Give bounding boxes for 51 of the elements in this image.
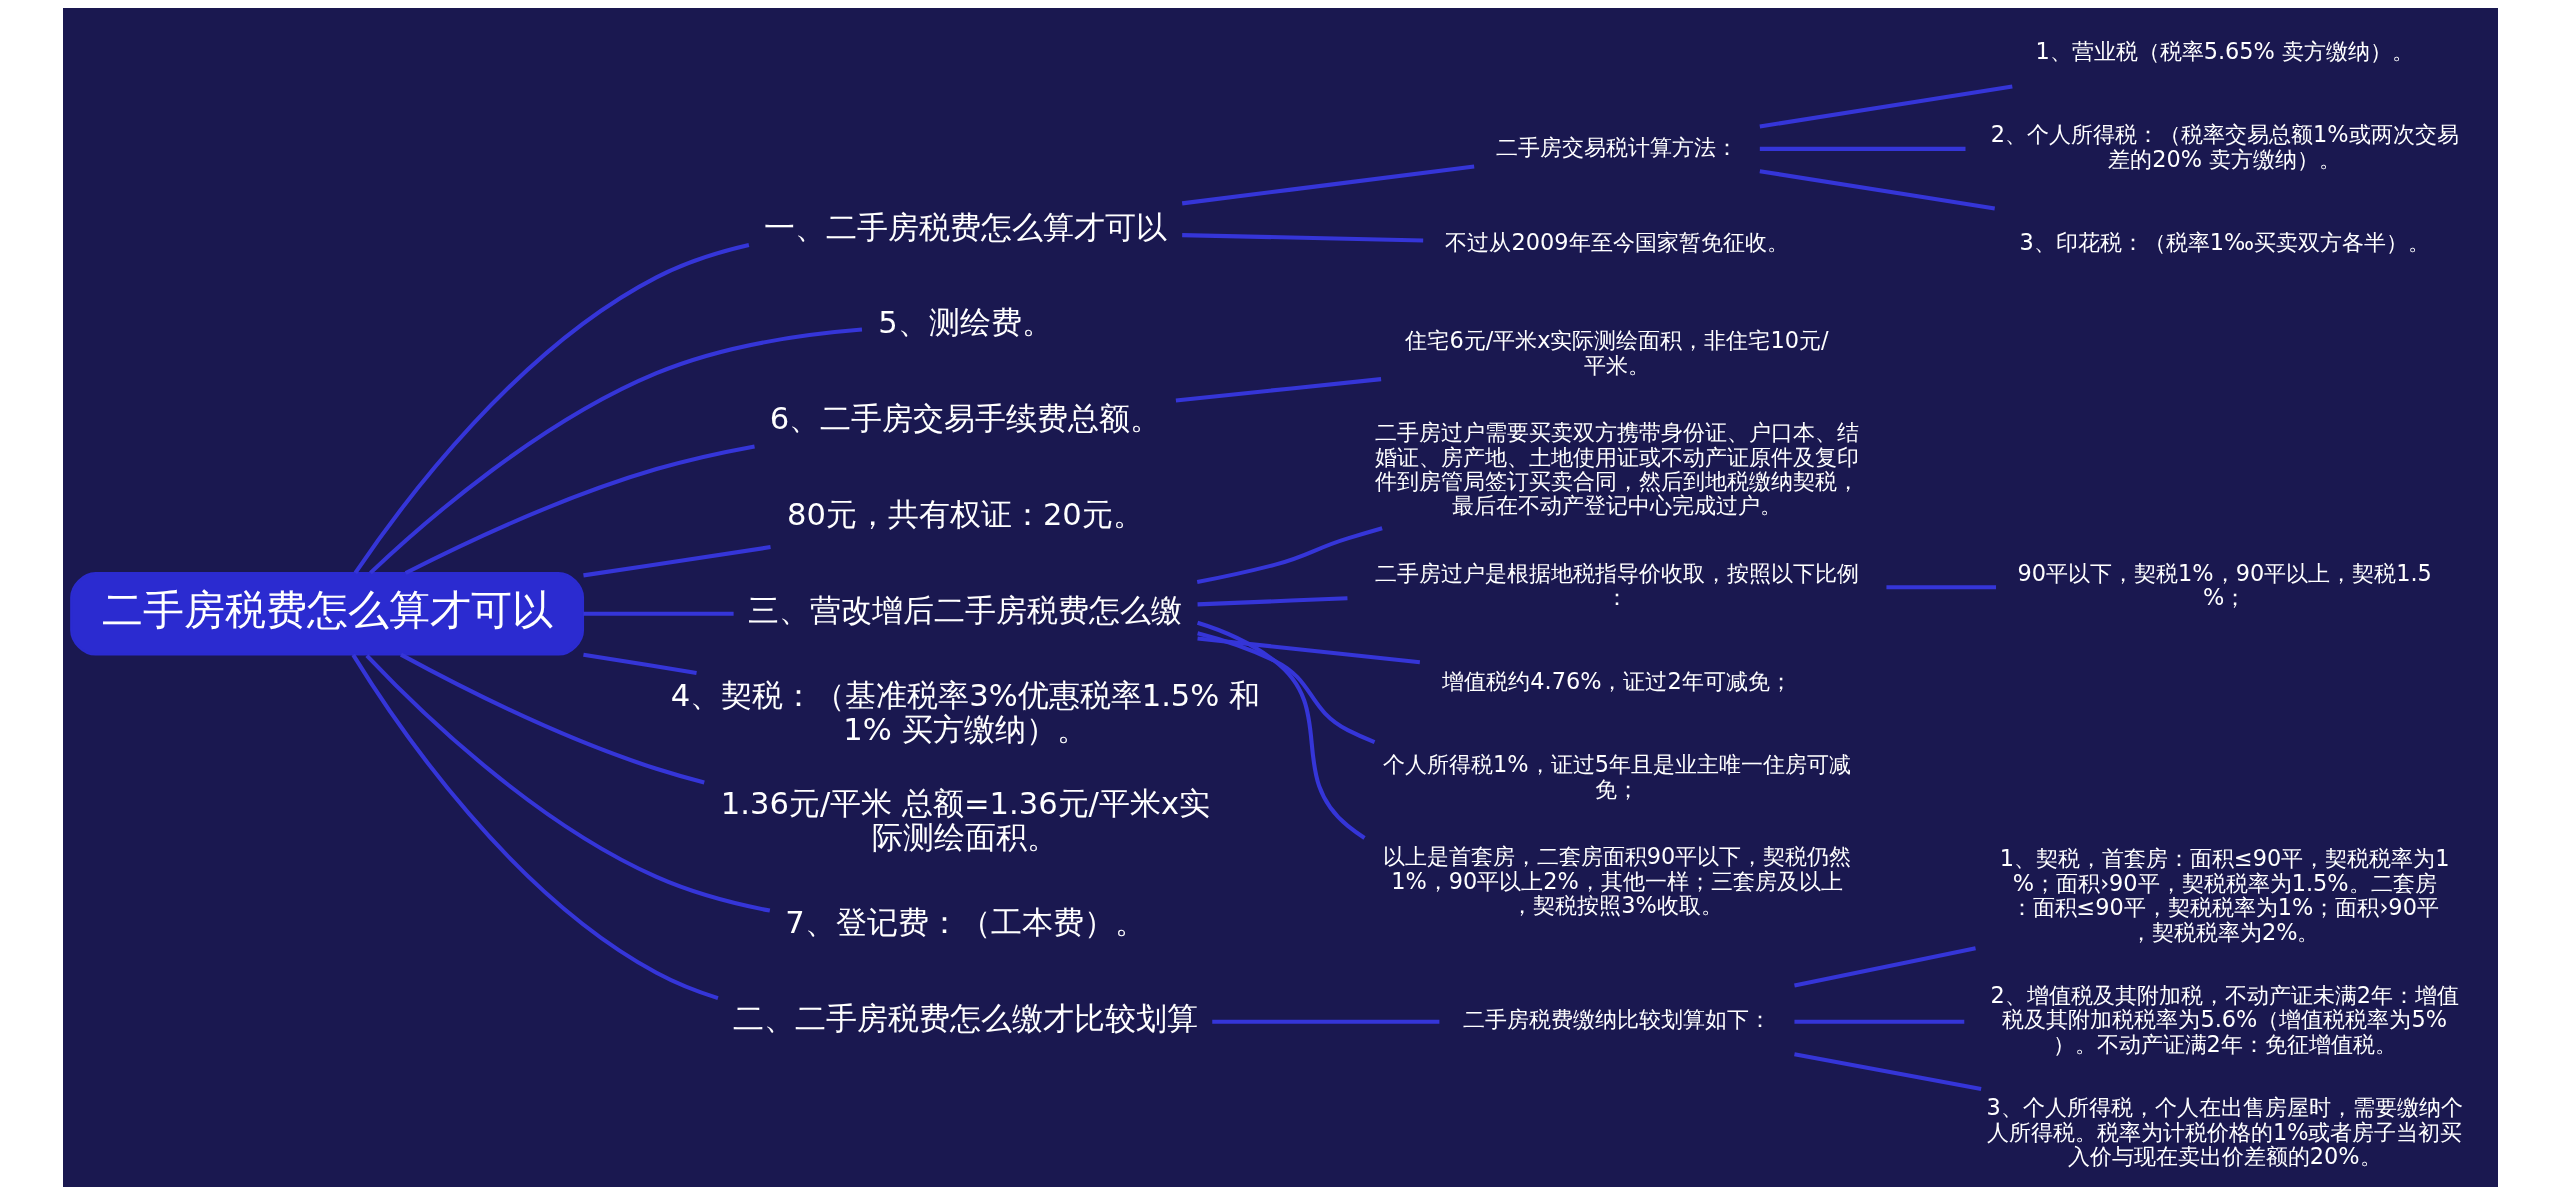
connector [1759, 84, 2013, 129]
node-text: 4、契税：（基准税率3%优惠税率1.5% 和1% 买方缴纳）。 [670, 677, 1260, 748]
connector [582, 652, 697, 675]
node-text: 6、二手房交易手续费总额。 [769, 401, 1161, 437]
node-text: 80元，共有权证：20元。 [786, 497, 1144, 533]
connector [353, 242, 749, 575]
node-text: 以上是首套房，二套房面积90平以下，契税仍然1%，90平以上2%，其他一样；三套房及以上，契税按照3%收取。 [1382, 843, 1851, 919]
connector [1885, 585, 1996, 590]
node-text: 1.36元/平米 总额=1.36元/平米x实际测绘面积。 [720, 785, 1210, 856]
node-text: 增值税约4.76%，证过2年可减免； [1441, 667, 1792, 694]
node-text: 1、契税，首套房：面积≤90平，契税税率为1%；面积›90平，契税税率为1.5%。二套房：面积≤90平，契税税率为1%；面积›90平，契税税率为2%。 [1999, 845, 2450, 945]
connector [1181, 164, 1474, 206]
node-text: 二手房交易税计算方法： [1495, 133, 1738, 160]
connector [1196, 631, 1375, 744]
node-text: 二手房过户是根据地税指导价收取，按照以下比例： [1374, 559, 1859, 611]
connector [582, 611, 734, 616]
connector [1196, 636, 1420, 665]
connector [1759, 146, 1965, 151]
node-text: 二手房税费缴纳比较划算如下： [1462, 1006, 1771, 1033]
node-text: 2、增值税及其附加税，不动产证未满2年：增值税及其附加税税率为5.6%（增值税税率为5%）。不动产证满2年：免征增值税。 [1989, 981, 2459, 1057]
node-text: 不过从2009年至今国家暂免征收。 [1444, 229, 1789, 256]
connector [1196, 620, 1366, 840]
node-text: 3、个人所得税，个人在出售房屋时，需要缴纳个人所得税。税率为计税价格的1%或者房子当初买入价与现在卖出价差额的20%。 [1986, 1094, 2463, 1170]
connector [582, 545, 771, 578]
connector [1181, 233, 1423, 243]
connector [350, 653, 719, 1001]
node-text: 7、登记费：（工本费）。 [784, 904, 1146, 940]
connector [368, 327, 862, 575]
node-box: 二手房税费怎么算才可以 [69, 572, 584, 656]
node-text: 一、二手房税费怎么算才可以 [763, 209, 1167, 245]
connector [404, 444, 755, 575]
node-text: 个人所得税1%，证过5年且是业主唯一住房可减免； [1382, 751, 1851, 802]
node-text: 5、测绘费。 [877, 305, 1053, 341]
connector [1793, 946, 1976, 988]
node-text: 住宅6元/平米x实际测绘面积，非住宅10元/平米。 [1404, 327, 1829, 378]
connector [399, 652, 705, 785]
node-text: 二、二手房税费怎么缴才比较划算 [732, 1000, 1198, 1036]
connector [1211, 1019, 1439, 1024]
connector [1196, 526, 1383, 585]
node-text: 3、印花税：（税率1‰买卖双方各半）。 [2018, 229, 2430, 256]
node-text: 二手房过户需要买卖双方携带身份证、户口本、结婚证、房产地、土地使用证或不动产证原件及复印件到房管局签订买卖合同，然后到地税缴纳契税，最后在不动产登记中心完成过户。 [1374, 419, 1859, 519]
node-text: 90平以下，契税1%，90平以上，契税1.5%； [2017, 559, 2432, 611]
node-text: 2、个人所得税：（税率交易总额1%或两次交易差的20% 卖方缴纳）。 [1990, 121, 2459, 172]
connector [364, 654, 770, 913]
connector [1793, 1052, 1981, 1091]
node-text: 1、营业税（税率5.65% 卖方缴纳）。 [2034, 37, 2414, 64]
connector [1175, 377, 1381, 403]
connector [1196, 596, 1348, 607]
node-text: 三、营改增后二手房税费怎么缴 [747, 592, 1182, 628]
connector [1759, 169, 1995, 211]
connector [1793, 1019, 1964, 1024]
